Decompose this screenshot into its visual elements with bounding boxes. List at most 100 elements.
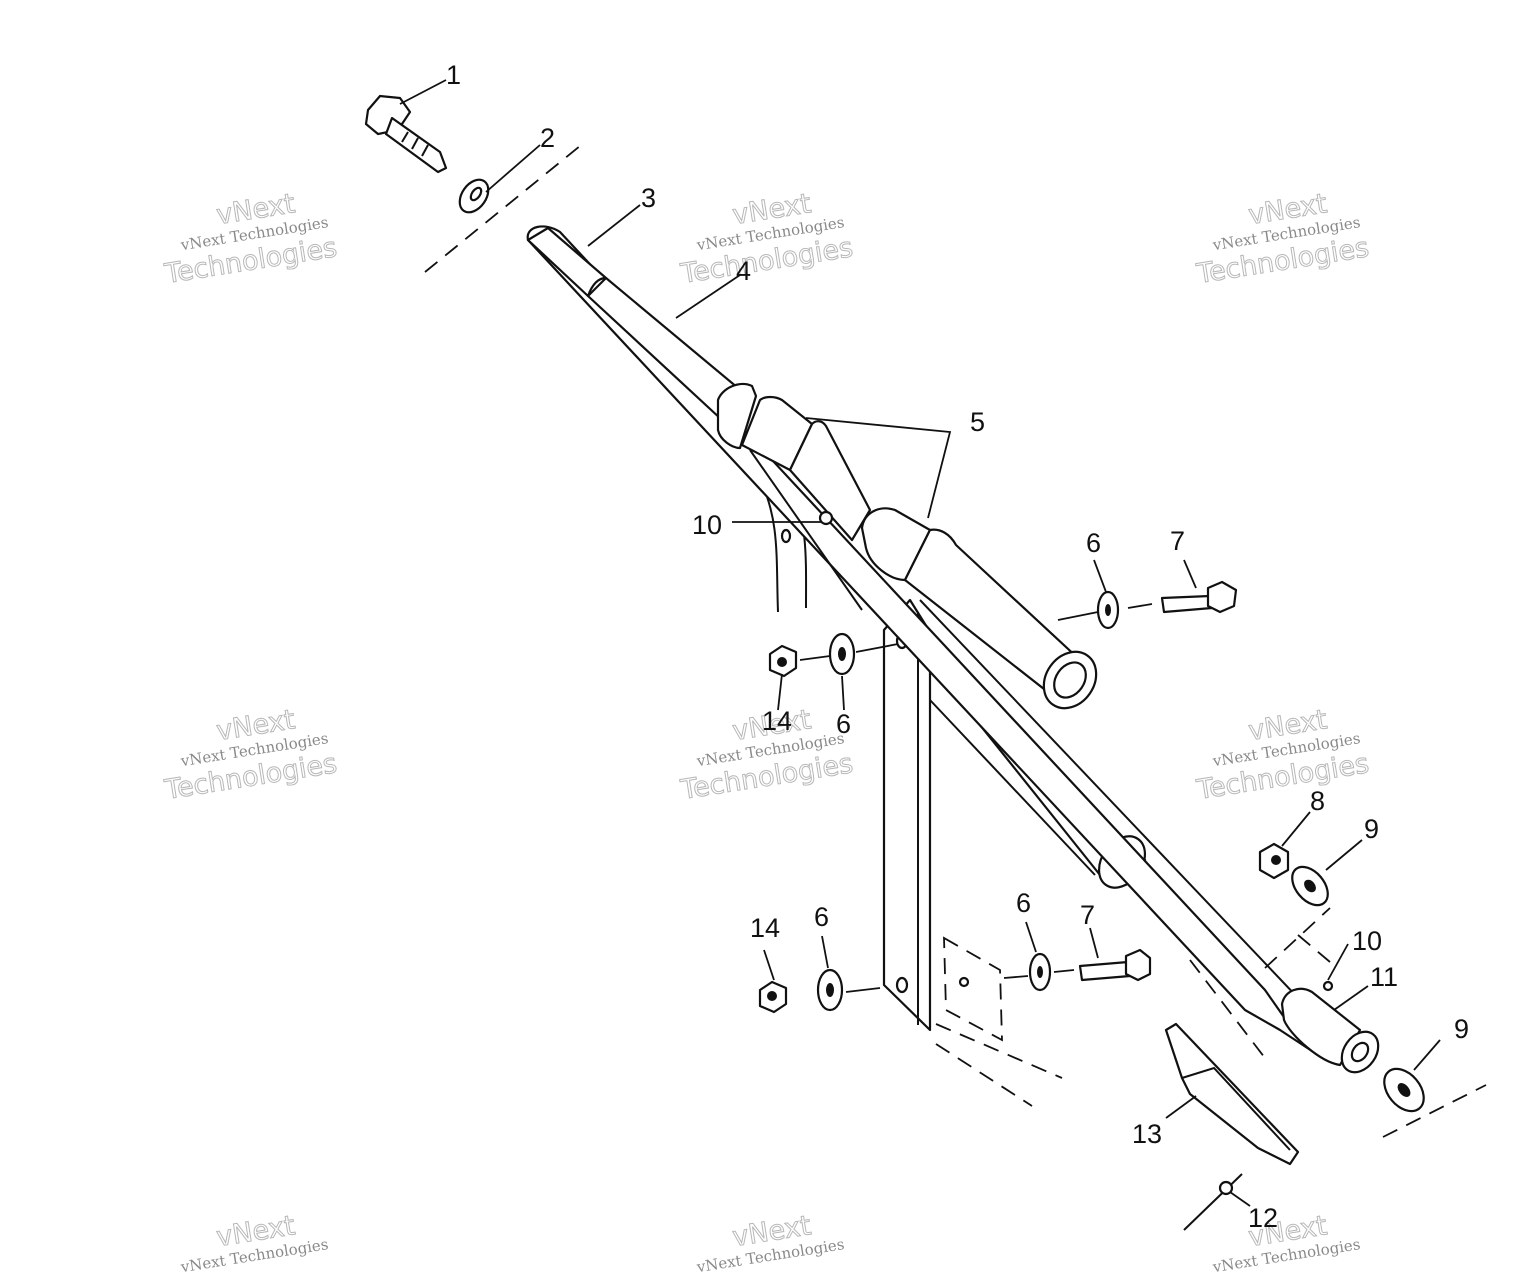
watermark: vNext vNext Technologies	[695, 1210, 846, 1277]
leader-4	[675, 274, 741, 319]
bracket-rear-hole	[780, 528, 792, 544]
bolt-1	[364, 94, 448, 174]
leader-11	[1333, 985, 1369, 1011]
tube-joint	[788, 420, 872, 542]
leader-14b	[763, 949, 775, 981]
leader-1	[399, 79, 447, 105]
leader-12	[1229, 1191, 1251, 1207]
watermark: vNext vNext Technologies Technologies	[161, 704, 339, 807]
callout-8: 8	[1310, 786, 1325, 816]
leader-6a-axis	[1057, 611, 1099, 621]
callout-4: 4	[736, 256, 751, 286]
leader-9a	[1325, 839, 1363, 871]
tube-underside-edge	[749, 449, 863, 611]
bolt-1-shank	[384, 116, 448, 174]
centerline-upper	[424, 145, 581, 273]
washer-2-hole	[469, 186, 483, 202]
leader-6d-axis	[1003, 975, 1029, 979]
leader-7b	[1089, 927, 1099, 959]
saddle-plate	[943, 936, 1003, 1042]
leader-14a	[777, 673, 783, 711]
callout-9: 9	[1454, 1014, 1469, 1044]
bolt-7-head	[1124, 948, 1152, 982]
nut-14-bore	[767, 991, 777, 1001]
leader-6d	[1025, 921, 1037, 953]
tube-collar-upper	[716, 382, 758, 450]
callout-6: 6	[1016, 888, 1031, 918]
nut-8-bore	[1271, 855, 1281, 865]
callout-10: 10	[692, 510, 722, 540]
callout-1: 1	[446, 60, 461, 90]
callout-7: 7	[1170, 526, 1185, 556]
tube-clamp-5a	[740, 395, 814, 472]
watermark: vNext vNext Technologies Technologies	[1193, 188, 1371, 291]
bushing-11	[1280, 987, 1362, 1067]
washer-6-hole	[1105, 604, 1111, 616]
wear-bar-outline-dashed	[1189, 959, 1269, 1063]
callout-6: 6	[814, 902, 829, 932]
callout-14: 14	[750, 913, 780, 943]
wear-bar-13	[1164, 1022, 1300, 1166]
rivet-12	[1183, 1173, 1243, 1231]
ski-outline-dashed	[935, 1023, 1063, 1079]
leader-7a	[1183, 559, 1197, 589]
centerline-lower	[1382, 1084, 1487, 1138]
leader-6c-axis	[845, 987, 881, 993]
washer-2	[458, 178, 490, 214]
leader-5	[805, 417, 952, 519]
callouts: 1 2 3 4 5 6 7 10 14 6 8 9 14 6 6 7 10 11…	[446, 60, 1469, 1233]
bolt-7-lower	[1078, 948, 1152, 982]
leader-7a-axis	[1127, 603, 1153, 609]
watermark: vNext vNext Technologies Technologies	[1193, 704, 1371, 807]
rivet-12-head	[1218, 1180, 1234, 1196]
lower-tube-edge	[929, 699, 1096, 876]
centerlines	[424, 145, 1487, 1138]
watermark: vNext vNext Technologies Technologies	[161, 188, 339, 291]
bushing-11-bore	[1350, 1041, 1370, 1063]
washer-6-hole	[838, 647, 846, 661]
branch-tube-bore	[1053, 661, 1087, 699]
leader-8	[1281, 811, 1311, 847]
bracket-hole-lower	[895, 976, 909, 994]
watermark: vNext vNext Technologies	[1211, 1210, 1362, 1277]
nut-14-lower	[758, 980, 788, 1014]
leader-7b-axis	[1053, 969, 1075, 973]
washer-6-upper-right	[1096, 590, 1120, 630]
callout-14: 14	[762, 706, 792, 736]
leader-6b	[841, 675, 845, 711]
tube-lower-edge	[919, 599, 1301, 1001]
leader-13	[1165, 1095, 1197, 1119]
nut-14-bore	[777, 657, 787, 667]
washer-6-lower-left	[816, 968, 844, 1012]
bolt-7-head	[1206, 580, 1238, 614]
callout-5: 5	[970, 407, 985, 437]
washer-9-upper	[1291, 865, 1329, 907]
washer-9-hole	[1304, 879, 1316, 893]
washer-9-lower	[1383, 1067, 1425, 1113]
callout-3: 3	[641, 183, 656, 213]
bolt-7-shank	[1160, 594, 1214, 614]
wear-bar-body	[1164, 1022, 1300, 1166]
bolt-1-thread	[401, 131, 409, 143]
nut-8	[1258, 842, 1290, 880]
washer-6-lower-right	[1028, 952, 1052, 992]
hardware-outline-dashed-b	[1297, 934, 1331, 963]
grease-fitting-10a	[818, 510, 834, 526]
rivet-12-axis	[1183, 1173, 1243, 1231]
bolt-7-upper	[1160, 580, 1238, 614]
leader-10b	[1327, 943, 1349, 981]
leader-9b	[1413, 1039, 1441, 1071]
leader-2	[485, 144, 541, 193]
leader-6b-axis	[855, 643, 899, 653]
watermark: vNext vNext Technologies Technologies	[677, 188, 855, 291]
watermark: vNext vNext Technologies	[179, 1210, 330, 1277]
callout-12: 12	[1248, 1203, 1278, 1233]
bolt-1-thread	[411, 137, 419, 150]
wear-bar-edge	[1181, 1066, 1291, 1151]
saddle-plate-outline	[943, 936, 1003, 1042]
hardware-outline-dashed	[1264, 907, 1331, 969]
washer-6-hole	[1037, 966, 1043, 978]
ski-outline-dashed-lower	[935, 1043, 1033, 1107]
callout-13: 13	[1132, 1119, 1162, 1149]
